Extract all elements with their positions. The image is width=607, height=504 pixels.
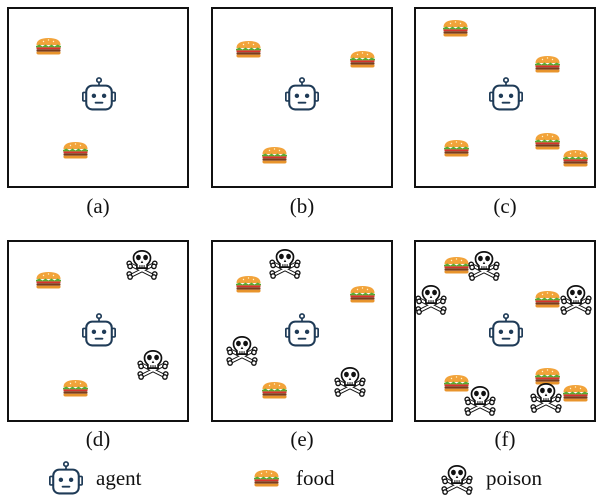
food-burger-icon <box>444 140 469 157</box>
food-burger-icon <box>63 380 88 397</box>
panel-caption: (d) <box>86 427 111 451</box>
panel-caption: (f) <box>495 427 516 451</box>
panel-e: (e) <box>211 240 393 451</box>
panel-b: (b) <box>211 7 393 218</box>
legend-label: poison <box>486 466 543 490</box>
legend-item-agent: agent <box>49 461 142 495</box>
poison-skull-icon <box>561 286 591 314</box>
agent-robot-icon <box>489 77 523 111</box>
food-burger-icon <box>443 20 468 37</box>
panel-caption: (e) <box>290 427 313 451</box>
poison-skull-icon <box>531 384 561 412</box>
agent-robot-icon <box>82 313 116 347</box>
food-burger-icon <box>563 150 588 167</box>
food-burger-icon <box>236 41 261 58</box>
legend-item-food: food <box>254 466 335 490</box>
food-burger-icon <box>236 276 261 293</box>
panel-caption: (b) <box>290 194 315 218</box>
food-burger-icon <box>444 375 469 392</box>
poison-skull-icon <box>416 286 446 314</box>
panel-c: (c) <box>414 7 596 218</box>
poison-skull-icon <box>270 250 300 278</box>
food-burger-icon <box>444 257 469 274</box>
food-burger-icon <box>350 286 375 303</box>
poison-skull-icon <box>138 351 168 379</box>
panel-caption: (a) <box>86 194 109 218</box>
food-burger-icon <box>262 147 287 164</box>
poison-skull-icon <box>127 251 157 279</box>
food-burger-icon <box>563 385 588 402</box>
legend-label: food <box>296 466 335 490</box>
agent-robot-icon <box>489 313 523 347</box>
agent-robot-icon <box>285 77 319 111</box>
panel-f: (f) <box>414 240 596 451</box>
panel-frame <box>414 7 596 188</box>
food-burger-icon <box>535 368 560 385</box>
panel-d: (d) <box>7 240 189 451</box>
food-burger-icon <box>350 51 375 68</box>
poison-skull-icon <box>465 387 495 415</box>
poison-skull-icon <box>335 368 365 396</box>
poison-skull-icon <box>469 252 499 280</box>
legend-label: agent <box>96 466 142 490</box>
panel-frame <box>7 7 189 188</box>
food-burger-icon <box>535 133 560 150</box>
food-burger-icon <box>63 142 88 159</box>
panel-frame <box>211 240 393 422</box>
panel-a: (a) <box>7 7 189 218</box>
robot-icon <box>49 461 83 495</box>
food-burger-icon <box>535 56 560 73</box>
food-burger-icon <box>36 272 61 289</box>
panel-frame <box>414 240 596 422</box>
food-burger-icon <box>262 382 287 399</box>
food-burger-icon <box>36 38 61 55</box>
agent-robot-icon <box>82 77 116 111</box>
poison-skull-icon <box>227 337 257 365</box>
panel-caption: (c) <box>493 194 516 218</box>
skull-crossbones-icon <box>442 466 472 494</box>
agent-robot-icon <box>285 313 319 347</box>
food-burger-icon <box>535 291 560 308</box>
legend-item-poison: poison <box>442 466 543 494</box>
panel-frame <box>211 7 393 188</box>
burger-icon <box>254 470 279 487</box>
legend: agent food poison <box>49 461 543 495</box>
panel-frame <box>7 240 189 422</box>
